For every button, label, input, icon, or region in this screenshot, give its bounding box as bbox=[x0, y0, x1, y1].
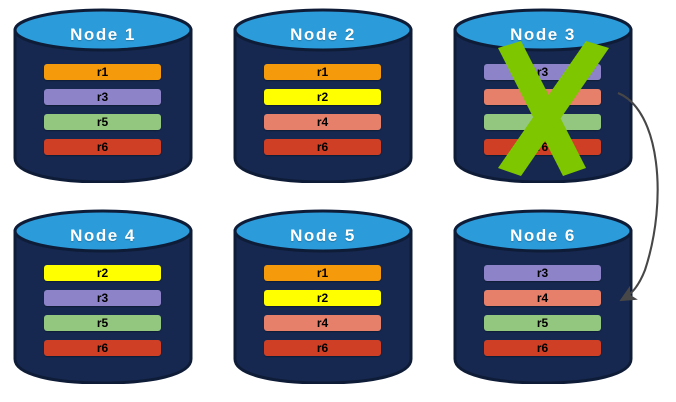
row-bar[interactable]: r6 bbox=[44, 340, 161, 356]
row-bar[interactable]: r1 bbox=[44, 64, 161, 80]
row-list: r1 r2 r4 r6 bbox=[264, 64, 381, 164]
row-bar[interactable]: r5 bbox=[44, 315, 161, 331]
row-bar[interactable]: r3 bbox=[484, 265, 601, 281]
row-list: r3 r4 r5 r6 bbox=[484, 265, 601, 365]
row-bar[interactable]: r6 bbox=[264, 340, 381, 356]
cylinder-top-ellipse bbox=[453, 209, 633, 253]
row-bar[interactable]: r4 bbox=[264, 114, 381, 130]
row-bar[interactable]: r3 bbox=[484, 64, 601, 80]
row-bar[interactable]: r2 bbox=[44, 265, 161, 281]
row-bar[interactable]: r4 bbox=[484, 290, 601, 306]
row-bar[interactable]: r2 bbox=[264, 89, 381, 105]
row-list: r2 r3 r5 r6 bbox=[44, 265, 161, 365]
row-bar[interactable]: r5 bbox=[484, 114, 601, 130]
row-bar[interactable]: r3 bbox=[44, 89, 161, 105]
row-list: r1 r2 r4 r6 bbox=[264, 265, 381, 365]
cylinder-top-ellipse bbox=[13, 209, 193, 253]
row-list: r3 r4 r5 r6 bbox=[484, 64, 601, 164]
cylinder-top-ellipse bbox=[13, 8, 193, 52]
row-bar[interactable]: r6 bbox=[484, 139, 601, 155]
row-bar[interactable]: r5 bbox=[44, 114, 161, 130]
row-bar[interactable]: r1 bbox=[264, 265, 381, 281]
row-bar[interactable]: r4 bbox=[264, 315, 381, 331]
row-bar[interactable]: r5 bbox=[484, 315, 601, 331]
cylinder-top-ellipse bbox=[233, 209, 413, 253]
cylinder-top-ellipse bbox=[233, 8, 413, 52]
row-bar[interactable]: r6 bbox=[44, 139, 161, 155]
row-bar[interactable]: r2 bbox=[264, 290, 381, 306]
row-bar[interactable]: r3 bbox=[44, 290, 161, 306]
row-bar[interactable]: r4 bbox=[484, 89, 601, 105]
row-bar[interactable]: r1 bbox=[264, 64, 381, 80]
cylinder-top-ellipse bbox=[453, 8, 633, 52]
row-list: r1 r3 r5 r6 bbox=[44, 64, 161, 164]
row-bar[interactable]: r6 bbox=[264, 139, 381, 155]
row-bar[interactable]: r6 bbox=[484, 340, 601, 356]
